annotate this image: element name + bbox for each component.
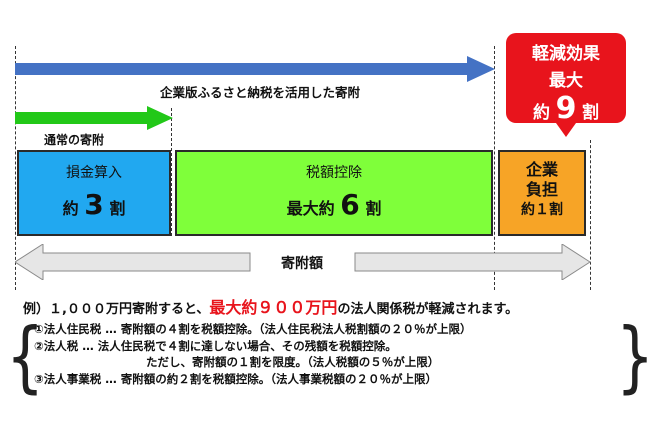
note-item: ③法人事業税 … 寄附額の約２割を税額控除。（法人事業税額の２０％が上限）	[34, 371, 437, 386]
box-loss-big: 3	[84, 188, 104, 221]
guide-mid	[171, 108, 172, 236]
blue-arrow-shape	[15, 56, 495, 82]
box-loss-value: 約 3 割	[19, 188, 169, 221]
box-company-line1: 企業	[525, 160, 558, 179]
note-item: ただし、寄附額の１割を限度。（法人税額の５％が上限）	[146, 355, 440, 369]
note-item: ①法人住民税 … 寄附額の４割を税額控除。（法人住民税法人税割額の２０％が上限）	[34, 322, 472, 336]
callout-line1: 軽減効果	[532, 44, 600, 64]
corporate-donation-label: 企業版ふるさと納税を活用した寄附	[159, 85, 360, 100]
example-sentence: 例）１,０００万円寄附すると、最大約９００万円の法人関係税が軽減されます。	[23, 294, 518, 318]
callout-suffix: 割	[582, 103, 600, 123]
callout-line3: 約 9 割	[506, 91, 626, 126]
box-loss-prefix: 約	[62, 199, 79, 218]
donation-amount-double-arrow	[15, 244, 591, 280]
green-arrow-shape	[15, 106, 173, 130]
guide-right	[494, 46, 495, 290]
corporate-donation-arrow	[15, 56, 495, 82]
notes-list: ①法人住民税 … 寄附額の４割を税額控除。（法人住民税法人税割額の２０％が上限）…	[34, 321, 472, 387]
donation-amount-label: 寄附額	[281, 256, 323, 272]
box-credit-label: 税額控除	[306, 165, 362, 181]
guide-left	[15, 46, 16, 290]
callout-prefix: 約	[532, 103, 550, 123]
box-loss-suffix: 割	[109, 199, 126, 218]
box-credit-value: 最大約 6 割	[177, 188, 491, 221]
box-loss-deduction: 損金算入 約 3 割	[17, 150, 171, 236]
box-credit-prefix: 最大約	[286, 199, 335, 218]
box-credit-big: 6	[340, 188, 360, 221]
example-prefix: 例）１,０００万円寄附すると、	[23, 302, 210, 317]
normal-donation-label: 通常の寄附	[44, 133, 105, 147]
box-tax-credit: 税額控除 最大約 6 割	[175, 150, 493, 236]
right-brace: }	[616, 311, 655, 403]
box-company-line3: 約１割	[521, 202, 563, 218]
guide-far-right	[590, 140, 591, 290]
box-company-burden: 企業 負担 約１割	[498, 150, 586, 236]
example-suffix: の法人関係税が軽減されます。	[337, 302, 519, 317]
box-credit-suffix: 割	[365, 199, 382, 218]
gray-arrow-left	[15, 244, 251, 280]
left-brace: {	[6, 311, 45, 403]
note-item: ②法人税 … 法人住民税で４割に達しない場合、その残額を税額控除。	[34, 338, 397, 353]
example-highlight: 最大約９００万円	[209, 298, 338, 317]
gray-arrow-right	[354, 244, 591, 280]
box-company-line2: 負担	[525, 180, 558, 199]
box-loss-label: 損金算入	[66, 165, 122, 181]
callout-big-number: 9	[555, 91, 577, 126]
normal-donation-arrow	[15, 106, 173, 130]
callout-line2: 最大	[549, 71, 583, 91]
reduction-effect-callout: 軽減効果 最大 約 9 割	[506, 33, 626, 137]
